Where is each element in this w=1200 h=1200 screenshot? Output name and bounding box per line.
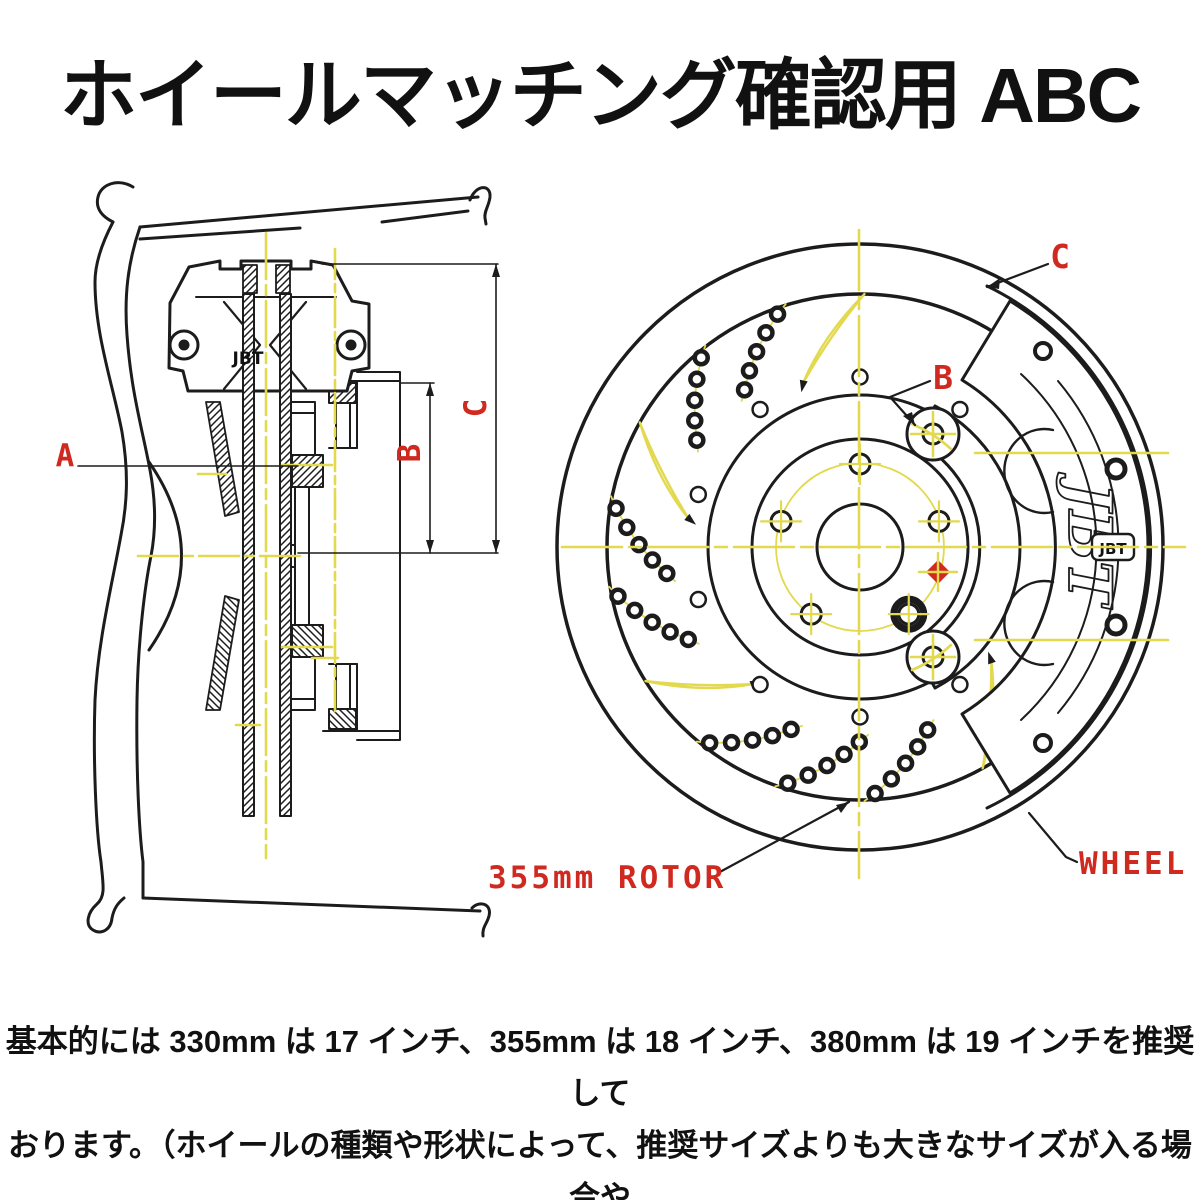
rim-cross-section [86, 181, 492, 938]
footer-note: 基本的には 330mm は 17 インチ、355mm は 18 インチ、380m… [0, 1016, 1200, 1200]
caliper-bolt [1104, 613, 1128, 637]
piston-humps [1003, 427, 1055, 667]
drilled-hole-pattern [607, 303, 937, 803]
page-title: ホイールマッチング確認用 ABC [59, 53, 1142, 139]
leader-wheel [1027, 811, 1079, 864]
bridge-bolt [275, 264, 291, 294]
rotor-size-label: 355mm ROTOR [488, 860, 726, 896]
rotor-front-view: JBT JBT [488, 228, 1187, 896]
side-view-centerlines [136, 231, 340, 860]
caliper-bolt [1104, 457, 1128, 481]
footer-line-1: 基本的には 330mm は 17 インチ、355mm は 18 インチ、380m… [5, 1024, 1195, 1111]
caliper-cross-section [167, 259, 371, 393]
label-b-side: B [392, 444, 428, 463]
leader-arrows [836, 278, 1000, 813]
caliper-bolt [1033, 341, 1053, 361]
label-c-front: C [1050, 237, 1070, 276]
label-a: A [56, 438, 75, 474]
red-position-marker [917, 551, 959, 593]
caliper-brand-text: JBT [232, 349, 264, 369]
bridge-bolt [242, 264, 258, 294]
leader-rotor [716, 800, 851, 875]
side-section-view: JBT [56, 181, 500, 938]
label-b-front: B [933, 358, 953, 397]
dimension-lines [77, 263, 499, 554]
lug-hole-ticks [759, 442, 961, 636]
footer-line-2: おります。（ホイールの種類や形状によって、推奨サイズよりも大きなサイズが入る場合… [8, 1128, 1192, 1200]
label-c-side: C [458, 399, 494, 418]
dimension-arrows [426, 264, 500, 553]
caliper-bolt [1033, 733, 1053, 753]
wheel-label: WHEEL [1079, 846, 1187, 882]
caliper-badge-text: JBT [1098, 540, 1127, 558]
